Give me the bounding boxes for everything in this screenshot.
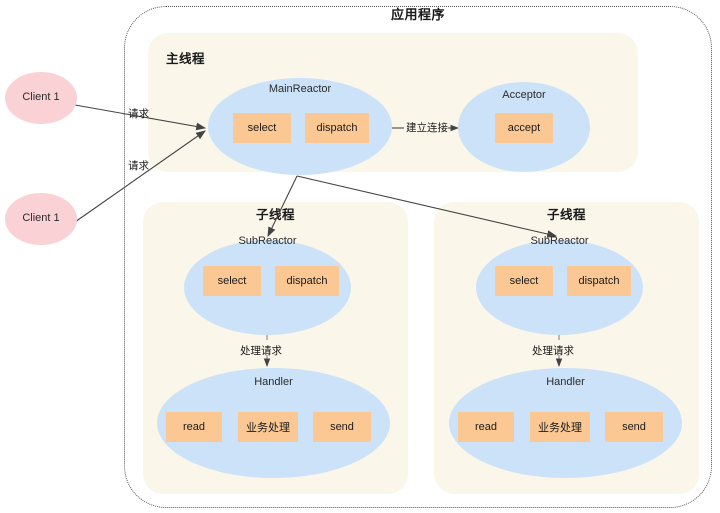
sub-reactor-label-2: SubReactor	[530, 235, 589, 247]
edge-label-request-2: 请求	[128, 160, 149, 172]
handler-2-send-box: send	[605, 412, 663, 442]
handler-2-read-box: read	[458, 412, 514, 442]
handler-label-1: Handler	[254, 376, 293, 388]
sub-reactor-1-dispatch-box: dispatch	[275, 266, 339, 296]
main-reactor-label: MainReactor	[268, 83, 332, 95]
handler-1-business-box: 业务处理	[238, 412, 298, 442]
client-node-2	[5, 193, 77, 245]
main-thread-title: 主线程	[166, 52, 206, 66]
acceptor-accept-box: accept	[495, 113, 553, 143]
sub-reactor-1-select-box: select	[203, 266, 261, 296]
acceptor-label: Acceptor	[502, 89, 546, 101]
edge-label-establish-connection: 建立连接	[406, 122, 448, 134]
handler-1-read-box: read	[166, 412, 222, 442]
sub-reactor-2-select-box: select	[495, 266, 553, 296]
sub-thread-title-1: 子线程	[255, 208, 295, 222]
handler-label-2: Handler	[546, 376, 585, 388]
client-node-1	[5, 72, 77, 124]
handler-1-send-box: send	[313, 412, 371, 442]
main-reactor-dispatch-box: dispatch	[305, 113, 369, 143]
application-boundary	[124, 6, 712, 508]
edge-label-handle-request-2: 处理请求	[532, 345, 574, 357]
sub-reactor-label-1: SubReactor	[238, 235, 297, 247]
application-title: 应用程序	[390, 7, 445, 22]
sub-reactor-2-dispatch-box: dispatch	[567, 266, 631, 296]
handler-2-business-box: 业务处理	[530, 412, 590, 442]
edge-label-request-1: 请求	[128, 108, 149, 120]
client-node-1-label: Client 1	[22, 91, 60, 103]
edge-label-handle-request-1: 处理请求	[240, 345, 282, 357]
client-node-2-label: Client 1	[22, 212, 60, 224]
main-reactor-select-box: select	[233, 113, 291, 143]
sub-thread-title-2: 子线程	[546, 208, 586, 222]
